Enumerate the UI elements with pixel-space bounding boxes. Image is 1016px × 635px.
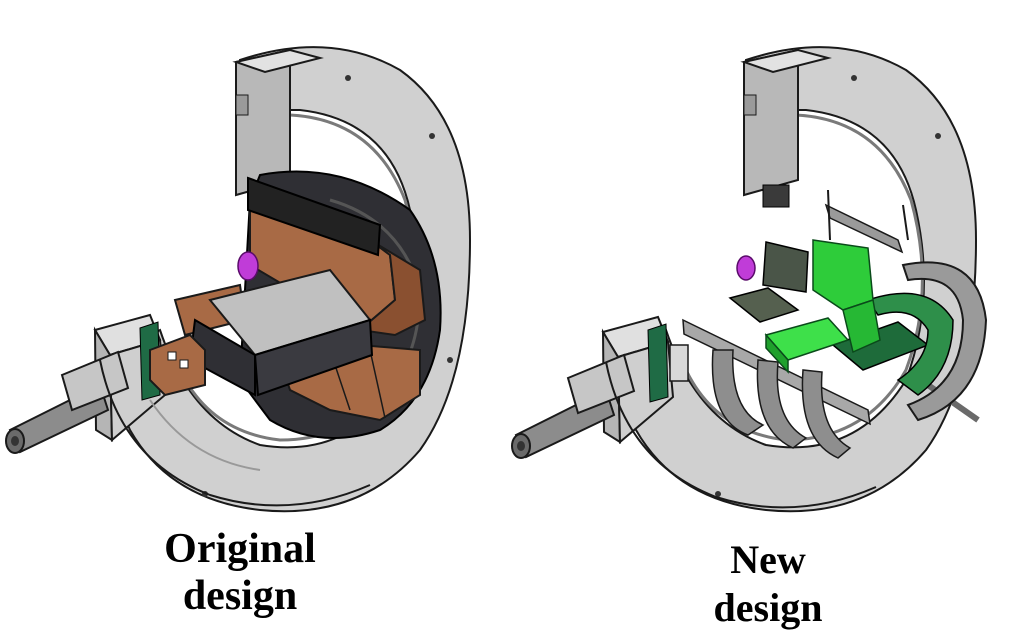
threaded-shaft	[511, 353, 636, 459]
mounting-hole-icon	[345, 75, 351, 81]
new-design-cutaway-drawing	[511, 46, 988, 513]
caption-line-1: New	[730, 537, 806, 582]
mounting-hole-icon	[447, 357, 453, 363]
caption-line-2: design	[713, 585, 823, 630]
mounting-hole-icon	[429, 133, 435, 139]
original-design-panel: Original design	[5, 46, 472, 620]
caption-line-1: Original	[164, 526, 316, 572]
magenta-target-icon	[237, 251, 259, 281]
front-housing-base	[601, 315, 689, 445]
new-design-panel: New design	[508, 0, 1016, 635]
mounting-hole-icon	[851, 75, 857, 81]
caption-line-2: design	[182, 573, 298, 620]
top-housing-block	[740, 48, 832, 208]
ring-plates	[711, 261, 988, 459]
housing-lower-edge	[99, 359, 371, 507]
magenta-target-icon	[736, 255, 756, 281]
mounting-hole-icon	[935, 133, 941, 139]
copper-connector	[149, 333, 206, 397]
housing-lower-edge	[605, 361, 877, 509]
dark-green-poles	[728, 241, 954, 396]
threaded-shaft	[5, 350, 130, 454]
pole-piece	[247, 176, 382, 257]
original-design-cutaway-drawing	[5, 46, 472, 513]
green-core	[764, 239, 881, 374]
original-design-caption: Original design	[110, 526, 370, 620]
mounting-hole-icon	[715, 491, 721, 497]
new-design-caption: New design	[698, 536, 838, 632]
